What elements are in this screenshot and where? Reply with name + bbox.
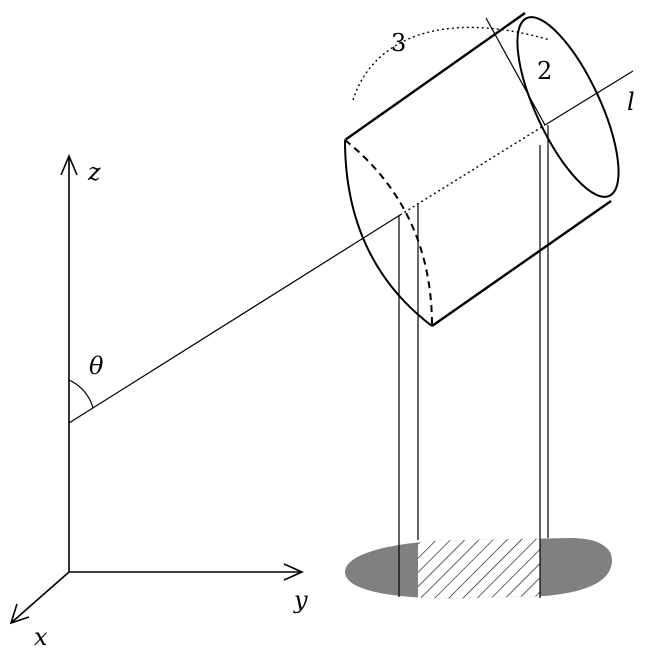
x-axis	[10, 571, 70, 624]
z-axis-label: z	[87, 158, 101, 186]
projection-lines	[398, 125, 549, 598]
cylinder-end-face	[516, 16, 620, 198]
angle-label: θ	[89, 352, 104, 380]
index-label-3: 3	[391, 29, 406, 57]
z-arrowhead	[60, 153, 78, 176]
hatched-lines	[418, 538, 540, 599]
cylinder-top-edge	[344, 12, 526, 141]
x-arrowhead	[9, 603, 30, 625]
cylinder-near-face-back	[344, 139, 433, 327]
x-axis-label: x	[34, 623, 48, 651]
angle-arc	[68, 379, 94, 409]
index-label-2: 2	[537, 57, 552, 85]
cylinder-cross-chord	[485, 17, 546, 126]
cylinder-bottom-edge	[431, 200, 612, 327]
cylinder	[344, 12, 620, 327]
axes	[9, 153, 304, 625]
line-label: l	[627, 88, 635, 116]
cylinder-near-face-front	[344, 139, 433, 327]
line-l-end	[544, 70, 634, 126]
line-l	[68, 214, 401, 424]
line-l-dotted	[399, 124, 546, 216]
y-arrowhead	[283, 563, 304, 581]
y-axis-label: y	[293, 586, 308, 614]
